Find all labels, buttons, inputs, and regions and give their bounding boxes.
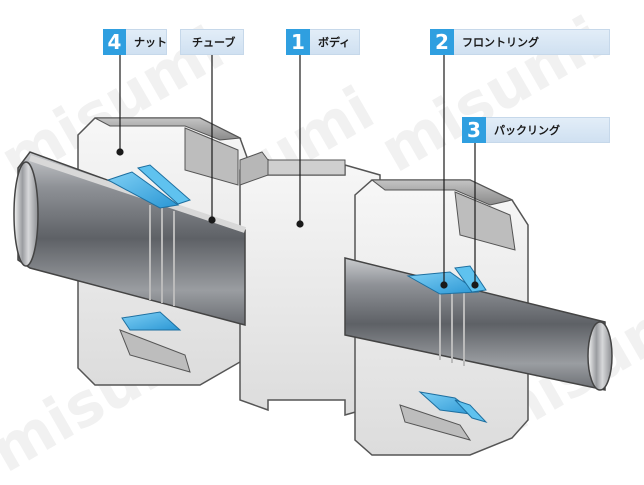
callout-label: ナット [134,36,167,49]
body-center [239,151,381,416]
callout-number: 1 [286,29,310,55]
leader-lines [116,55,479,289]
callout-body: 1 ボディ [286,29,360,55]
callout-label: フロントリング [462,36,539,49]
callout-label: ボディ [318,36,351,49]
callout-number: 2 [430,29,454,55]
callout-nut: 4 ナット [103,29,167,55]
tube-right [344,257,613,391]
callout-front-ring: 2 フロントリング [430,29,610,55]
back-ring-left [136,164,191,205]
callout-number: 4 [103,29,126,55]
callout-number: 3 [462,117,486,143]
front-ring-left [106,171,182,331]
callout-tube: チューブ [180,29,244,55]
callout-label: パックリング [494,124,560,137]
callout-packing-ring: 3 パックリング [462,117,610,143]
callout-label: チューブ [192,36,236,49]
